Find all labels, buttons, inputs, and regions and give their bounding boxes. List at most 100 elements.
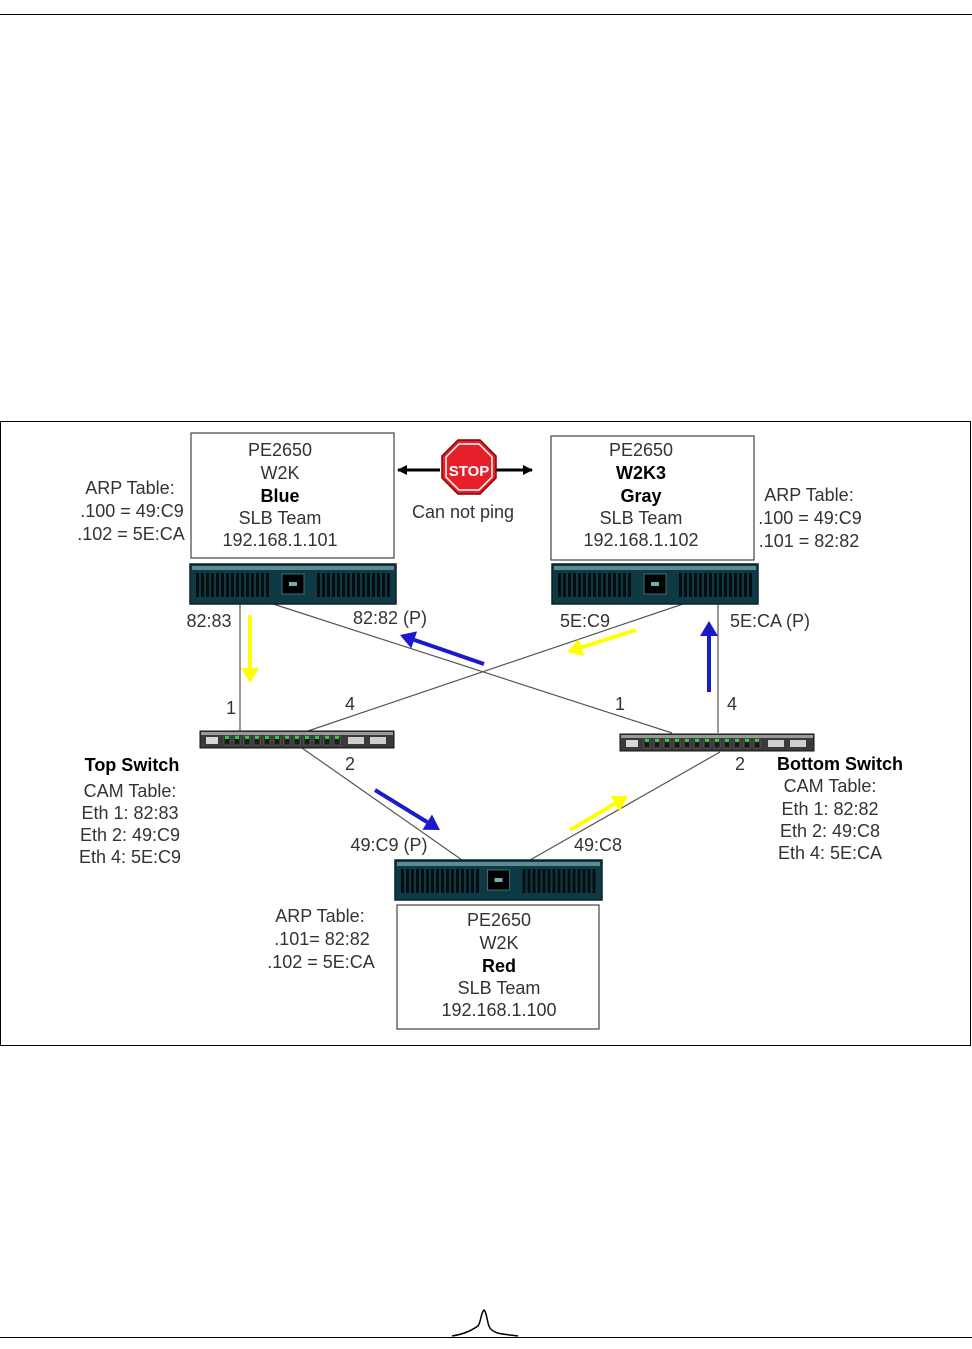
chassis-vent [317,573,320,597]
chassis-vent [401,869,404,893]
server-red: PE2650 W2K Red SLB Team 192.168.1.100 [396,904,600,1030]
chassis-vent [679,573,682,597]
chassis-vent [593,573,596,597]
chassis-vent [613,573,616,597]
arp-table-blue: ARP Table: .100 = 49:C9 .102 = 5E:CA [77,478,185,544]
chassis-vent [684,573,687,597]
chassis-vent [547,869,551,893]
switch-uplink [348,737,364,744]
stop-sign-inner [445,443,493,491]
chassis-vent [236,573,239,597]
server-blue-os: W2K [260,463,299,483]
switch-port-led [655,739,659,742]
switch-port-led [745,739,749,742]
arp-gray-row: .100 = 49:C9 [758,508,862,528]
switch-port-number: 2 [735,754,745,774]
switch-port-led [315,736,319,739]
chassis-vent [552,869,556,893]
switch-port-number: 2 [345,754,355,774]
server-blue-name: Blue [260,486,299,506]
chassis-vent [426,869,429,893]
chassis-vent [246,573,249,597]
chassis-vent [342,573,345,597]
link-bottom-red [529,751,721,861]
switch-port-led [715,739,719,742]
switch-port-led [735,739,739,742]
server-gray-name: Gray [620,486,661,506]
switch-port-led [285,736,289,739]
chassis-vent [618,573,621,597]
traffic-arrow-head [567,638,585,657]
chassis-vent [522,869,526,893]
switch-port-led [305,736,309,739]
top-switch-label: Top Switch CAM Table: Eth 1: 82:83 Eth 2… [79,755,181,867]
server-gray-model: PE2650 [609,440,673,460]
bottom-cam-row: Eth 1: 82:82 [781,799,878,819]
port-label: 82:82 (P) [353,608,427,628]
stop-sign-group: STOP Can not ping [397,439,533,522]
link-blue-bottom [269,602,673,734]
switch-port-number: 4 [727,694,737,714]
bottom-switch-label: Bottom Switch CAM Table: Eth 1: 82:82 Et… [777,754,903,863]
chassis-highlight [554,566,756,570]
chassis-vent [557,869,561,893]
switch-highlight [621,735,813,738]
arp-red-row: .101= 82:82 [274,929,370,949]
chassis-vent [714,573,717,597]
arp-gray-row: .101 = 82:82 [759,531,860,551]
server-red-model: PE2650 [467,910,531,930]
chassis-vent [608,573,611,597]
chassis-vent [387,573,390,597]
chassis-vent [327,573,330,597]
header-rule [0,14,972,15]
arp-table-gray: ARP Table: .100 = 49:C9 .101 = 82:82 [758,485,862,551]
port-label: 49:C9 (P) [350,835,427,855]
switch-badge [626,740,638,747]
bottom-cam-title: CAM Table: [784,776,877,796]
switch-port-led [275,736,279,739]
link-gray-top [301,602,687,734]
switch-port-led [685,739,689,742]
chassis-vent [623,573,626,597]
chassis-vent [694,573,697,597]
chassis-vent [573,573,576,597]
arp-red-title: ARP Table: [275,906,364,926]
chassis-vent [577,869,581,893]
server-blue-team: SLB Team [239,508,322,528]
switch-port-led [755,739,759,742]
switch-port-led [235,736,239,739]
switch-uplink [370,737,386,744]
chassis-led [494,878,503,882]
chassis-vent [226,573,229,597]
arp-table-red: ARP Table: .101= 82:82 .102 = 5E:CA [267,906,375,972]
server-blue-model: PE2650 [248,440,312,460]
chassis-vent [347,573,350,597]
chassis-vent [567,869,571,893]
chassis-vent [322,573,325,597]
traffic-arrow-shaft [373,788,429,824]
arp-gray-title: ARP Table: [764,485,853,505]
chassis-vent [411,869,414,893]
switch-port-led [675,739,679,742]
chassis-vent [739,573,742,597]
switch-port-led [245,736,249,739]
port-label: 5E:CA (P) [730,611,810,631]
top-cam-row: Eth 2: 49:C9 [80,825,180,845]
server-chassis-icon [394,859,603,901]
server-red-name: Red [482,956,516,976]
chassis-highlight [397,862,600,866]
chassis-vent [729,573,732,597]
traffic-arrow-shaft [580,628,637,650]
chassis-vent [719,573,722,597]
chassis-vent [382,573,385,597]
chassis-vent [362,573,365,597]
arp-blue-title: ARP Table: [85,478,174,498]
link-top-red [301,747,463,861]
chassis-vent [372,573,375,597]
chassis-vent [709,573,712,597]
bottom-switch-name: Bottom Switch [777,754,903,774]
chassis-vent [603,573,606,597]
cannot-ping-label: Can not ping [412,502,514,522]
switch-port-led [255,736,259,739]
